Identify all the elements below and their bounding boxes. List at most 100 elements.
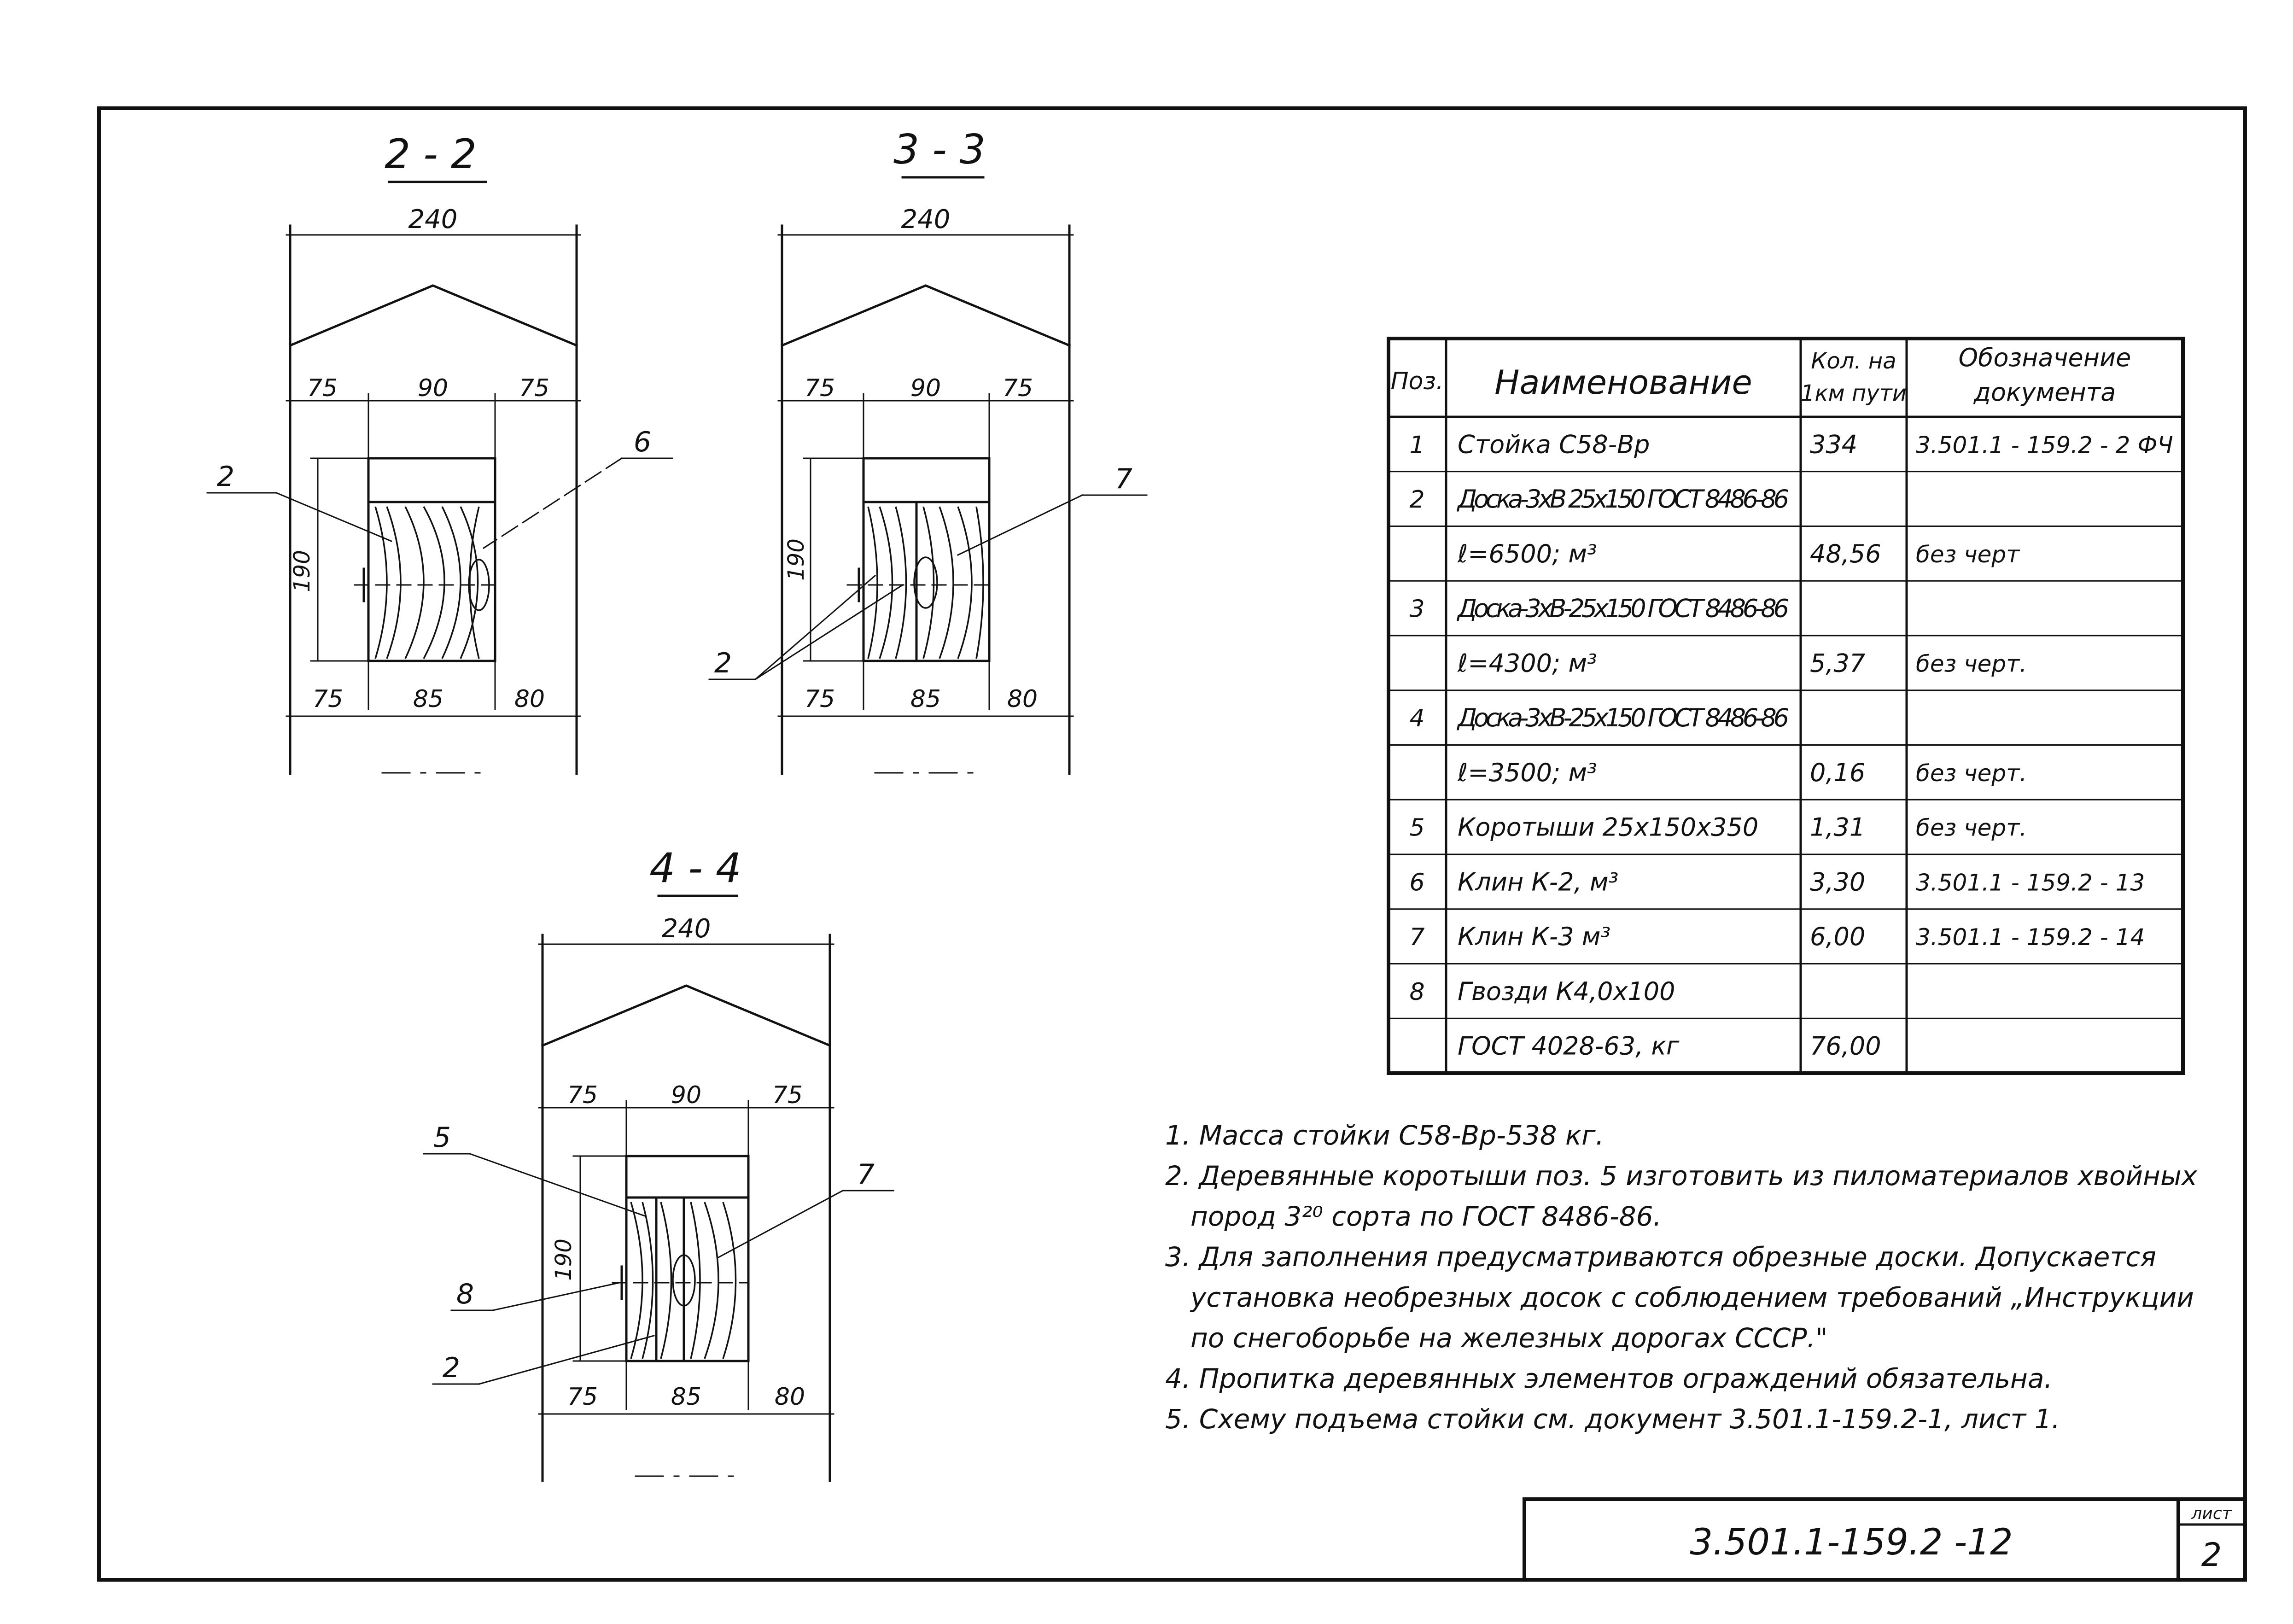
post-body bbox=[625, 1155, 750, 1362]
cell-name: ℓ=3500; м³ bbox=[1457, 758, 1597, 787]
cell-pos: 8 bbox=[1409, 978, 1424, 1006]
title-block: 3.501.1-159.2 -12 лист 2 bbox=[1523, 1497, 2247, 1582]
dim-bottom-1: 75 bbox=[805, 685, 835, 713]
note-line: 1. Масса стойки С58-Вр-538 кг. bbox=[1165, 1120, 1604, 1151]
table-rows: 1 Стойка С58-Вр 334 3.501.1 - 159.2 - 2 ФЧ 2… bbox=[1388, 430, 2184, 1061]
note-line: установка необрезных досок с соблюдением… bbox=[1190, 1282, 2194, 1313]
cell-pos: 1 bbox=[1409, 431, 1424, 459]
dim-bottom-3: 80 bbox=[514, 685, 545, 713]
dim-top-1: 75 bbox=[567, 1081, 598, 1109]
cell-doc: 3.501.1 - 159.2 - 13 bbox=[1916, 869, 2145, 896]
cell-name: Доска-3хВ-25х150 ГОСТ 8486-86 bbox=[1457, 703, 1789, 732]
specification-table: Поз. Наименование Кол. на 1км пути Обозн… bbox=[1387, 337, 2185, 1075]
cell-doc: без черт. bbox=[1916, 760, 2027, 787]
note-line: 4. Пропитка деревянных элементов огражде… bbox=[1165, 1363, 2053, 1394]
cell-name: Доска-3хВ 25х150 ГОСТ 8486-86 bbox=[1457, 485, 1789, 514]
callout-2: 2 bbox=[443, 1352, 460, 1384]
wood-grain bbox=[374, 506, 490, 659]
callout-8: 8 bbox=[456, 1278, 474, 1310]
cell-pos: 2 bbox=[1409, 486, 1424, 514]
cell-doc: без черт bbox=[1916, 541, 2020, 568]
note-line: 5. Схему подъема стойки см. документ 3.5… bbox=[1165, 1403, 2060, 1435]
dim-bottom-3: 80 bbox=[1007, 685, 1038, 713]
leader-line bbox=[754, 584, 904, 681]
cell-pos: 6 bbox=[1409, 869, 1424, 896]
leader-line bbox=[754, 574, 876, 681]
post-body bbox=[862, 457, 991, 662]
leader-line bbox=[957, 494, 1084, 556]
cell-name: Доска-3хВ-25х150 ГОСТ 8486-86 bbox=[1457, 594, 1789, 623]
dim-bottom-1: 75 bbox=[567, 1383, 598, 1411]
callout-2: 2 bbox=[714, 647, 732, 679]
table-row: 6 Клин К-2, м³ 3,30 3.501.1 - 159.2 - 13 bbox=[1388, 853, 2184, 896]
leader-line bbox=[478, 1335, 655, 1385]
callout-2: 2 bbox=[217, 461, 234, 493]
sheet-label: лист bbox=[2191, 1504, 2232, 1523]
section-title: 3 - 3 bbox=[893, 126, 986, 173]
cell-qty: 334 bbox=[1810, 430, 1857, 459]
cell-qty: 76,00 bbox=[1810, 1032, 1881, 1061]
dim-top-3: 75 bbox=[519, 374, 549, 402]
table-row: 2 Доска-3хВ 25х150 ГОСТ 8486-86 bbox=[1388, 471, 2184, 514]
table-header-qty: Кол. на bbox=[1811, 348, 1896, 374]
leader-line bbox=[275, 492, 392, 542]
sheet-frame bbox=[97, 106, 2247, 1582]
cell-pos: 5 bbox=[1409, 814, 1424, 842]
section-4-4: 4 - 4 240 75 90 75 190 75 bbox=[423, 844, 894, 1482]
dim-bottom-2: 85 bbox=[910, 685, 941, 713]
table-header-qty-2: 1км пути bbox=[1801, 380, 1907, 406]
table-header-doc-2: документа bbox=[1973, 378, 2116, 407]
table-frame bbox=[1387, 337, 2185, 1075]
leader-line bbox=[492, 1282, 620, 1311]
note-line: по снегоборьбе на железных дорогах СССР.… bbox=[1190, 1322, 1828, 1354]
cell-name: ℓ=6500; м³ bbox=[1457, 539, 1597, 568]
cell-name: ℓ=4300; м³ bbox=[1457, 648, 1597, 678]
dim-top-3: 75 bbox=[772, 1081, 803, 1109]
callout-7: 7 bbox=[1115, 463, 1132, 495]
cell-name: Гвозди К4,0х100 bbox=[1458, 977, 1675, 1006]
dim-total: 240 bbox=[901, 204, 951, 234]
dim-height: 190 bbox=[551, 1238, 577, 1281]
table-header-name: Наименование bbox=[1494, 363, 1752, 402]
dim-bottom-3: 80 bbox=[775, 1383, 805, 1411]
leader-line bbox=[717, 1189, 844, 1259]
callout-6: 6 bbox=[634, 426, 651, 458]
dim-top-2: 90 bbox=[671, 1081, 701, 1109]
dim-height: 190 bbox=[783, 538, 809, 581]
cell-qty: 1,31 bbox=[1810, 813, 1865, 842]
cell-qty: 3,30 bbox=[1810, 867, 1865, 896]
cell-name: Клин К-2, м³ bbox=[1458, 867, 1618, 896]
cell-doc: 3.501.1 - 159.2 - 2 ФЧ bbox=[1916, 432, 2173, 458]
dim-top-2: 90 bbox=[418, 374, 448, 402]
cell-qty: 6,00 bbox=[1810, 922, 1865, 951]
note-line: 2. Деревянные коротыши поз. 5 изготовить… bbox=[1165, 1160, 2198, 1192]
doc-number: 3.501.1-159.2 -12 bbox=[1690, 1522, 2013, 1563]
dim-height: 190 bbox=[289, 550, 315, 592]
table-header-pos: Поз. bbox=[1390, 368, 1443, 395]
table-row: 8 Гвозди К4,0х100 bbox=[1388, 963, 2184, 1006]
cell-name: Стойка С58-Вр bbox=[1458, 430, 1650, 459]
cell-name: Клин К-3 м³ bbox=[1458, 922, 1610, 951]
post-body bbox=[367, 457, 496, 662]
section-title: 4 - 4 bbox=[649, 844, 741, 892]
dim-top-3: 75 bbox=[1003, 374, 1033, 402]
table-row: 5 Коротыши 25х150х350 1,31 без черт. bbox=[1388, 799, 2184, 842]
roof-cap bbox=[780, 284, 1071, 347]
cell-doc: 3.501.1 - 159.2 - 14 bbox=[1916, 924, 2145, 951]
note-line: 3. Для заполнения предусматриваются обре… bbox=[1165, 1241, 2156, 1273]
callout-5: 5 bbox=[433, 1122, 451, 1154]
dim-bottom-1: 75 bbox=[313, 685, 343, 713]
cell-name: Коротыши 25х150х350 bbox=[1458, 813, 1758, 842]
sheet-number: 2 bbox=[2201, 1536, 2222, 1574]
cell-doc: без черт. bbox=[1916, 650, 2027, 677]
table-header-doc: Обозначение bbox=[1959, 343, 2131, 372]
dim-top-1: 75 bbox=[307, 374, 338, 402]
cell-doc: без черт. bbox=[1916, 815, 2027, 841]
dim-total: 240 bbox=[408, 204, 458, 234]
section-title: 2 - 2 bbox=[385, 130, 477, 178]
